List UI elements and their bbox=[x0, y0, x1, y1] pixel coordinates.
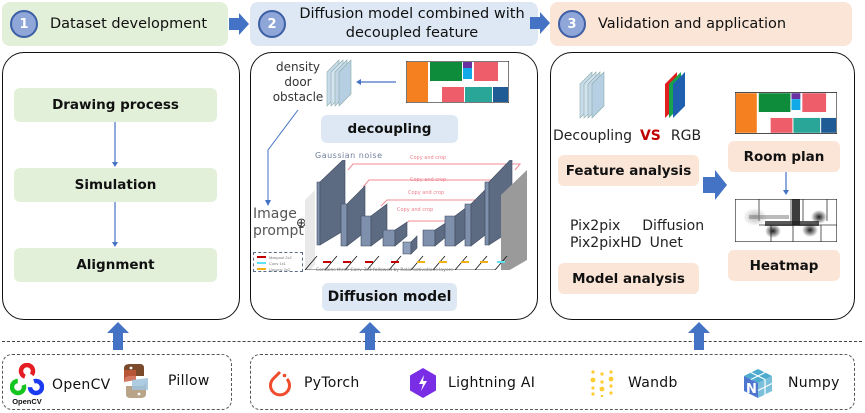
tool-numpy: N Numpy bbox=[742, 367, 840, 399]
up-arrow-1-icon bbox=[107, 322, 129, 350]
stage-2-header: 2 Diffusion model combined with decouple… bbox=[250, 2, 538, 46]
alignment-box: Alignment bbox=[14, 248, 217, 282]
up-arrow-2-icon bbox=[359, 322, 381, 350]
pytorch-label: PyTorch bbox=[304, 375, 360, 391]
pytorch-logo-icon bbox=[269, 370, 291, 397]
image-tools-box bbox=[2, 354, 232, 410]
plan-to-heatmap-arrow-icon bbox=[783, 172, 789, 195]
legend-label-conv: Conv 1x1 bbox=[269, 260, 286, 266]
image-prompt-line2: prompt bbox=[253, 223, 304, 239]
decouple-arrow-icon bbox=[356, 79, 396, 85]
stage-1-title: Dataset development bbox=[50, 15, 208, 32]
decoder-blocks bbox=[422, 160, 513, 247]
tool-opencv: OpenCV OpenCV bbox=[10, 363, 111, 407]
analysis-to-plan-arrow-icon bbox=[703, 170, 727, 200]
channel-label-door: door bbox=[284, 75, 312, 89]
model-list: Pix2pix Diffusion Pix2pixHD Unet bbox=[570, 218, 704, 252]
image-prompt-line1: Image bbox=[253, 206, 297, 222]
channel-labels: density door obstacle bbox=[270, 60, 326, 105]
rgb-text: RGB bbox=[670, 128, 702, 144]
unet-diagram bbox=[305, 160, 527, 270]
upconv-arrow-icon bbox=[257, 268, 266, 270]
lightning-ai-label: Lightning AI bbox=[448, 375, 536, 391]
skip-label-4: Copy and crop bbox=[397, 207, 434, 213]
decoupling-stack-icon bbox=[579, 71, 605, 119]
ml-tools-box bbox=[250, 354, 855, 410]
vs-text: VS bbox=[639, 128, 661, 144]
channel-label-obstacle: obstacle bbox=[272, 90, 324, 104]
image-prompt-label: Image prompt bbox=[253, 206, 304, 240]
decoupling-label-box: decoupling bbox=[321, 115, 458, 143]
channel-label-density: density bbox=[276, 60, 320, 74]
encoder-blocks bbox=[316, 160, 418, 255]
stage-arrow-1-icon bbox=[229, 13, 249, 35]
gaussian-noise-label: Gaussian noise bbox=[315, 151, 383, 160]
model-unet: Unet bbox=[649, 235, 683, 251]
flow-arrow-1-icon bbox=[112, 122, 118, 167]
wandb-logo-icon bbox=[590, 370, 614, 397]
unet-legend: Maxpool 2x2 Conv 1x1 Upconv 2x2 bbox=[253, 252, 303, 272]
pillow-label: Pillow bbox=[168, 373, 210, 389]
skip-label-3: Copy and crop bbox=[408, 190, 445, 196]
skip-label-1: Copy and crop bbox=[410, 155, 447, 161]
lightning-ai-logo-icon bbox=[410, 368, 436, 398]
maxpool-arrow-icon bbox=[257, 256, 266, 258]
room-plan-box: Room plan bbox=[728, 141, 840, 172]
feature-analysis-box: Feature analysis bbox=[558, 155, 699, 186]
model-pix2pix: Pix2pix bbox=[570, 218, 621, 234]
stage-3-title: Validation and application bbox=[598, 15, 787, 32]
stage-2-number: 2 bbox=[258, 10, 286, 38]
flow-arrow-2-icon bbox=[112, 202, 118, 247]
pillow-logo-icon bbox=[124, 364, 148, 398]
numpy-logo-icon: N bbox=[744, 369, 773, 398]
heatmap-image-icon bbox=[735, 199, 837, 242]
stage-1-number: 1 bbox=[10, 10, 38, 38]
stage-arrow-2-icon bbox=[530, 12, 550, 34]
legend-item-maxpool: Maxpool 2x2 bbox=[254, 254, 302, 260]
floor-plan-icon bbox=[406, 61, 509, 103]
model-analysis-box: Model analysis bbox=[558, 263, 699, 294]
plus-symbol: ⊕ bbox=[296, 216, 307, 231]
tool-wandb: Wandb bbox=[590, 369, 678, 397]
stage-3-header: 3 Validation and application bbox=[550, 2, 852, 46]
model-pix2pixhd: Pix2pixHD bbox=[570, 235, 642, 251]
tool-pillow: Pillow bbox=[120, 364, 210, 398]
drawing-process-box: Drawing process bbox=[14, 88, 217, 122]
stack-to-prompt-connector-icon bbox=[265, 109, 299, 206]
svg-text:N: N bbox=[746, 382, 757, 397]
stage-1-header: 1 Dataset development bbox=[2, 2, 228, 46]
stage-2-title-line2: decoupled feature bbox=[345, 25, 479, 41]
decoupling-text: Decoupling bbox=[553, 128, 632, 144]
tool-pytorch: PyTorch bbox=[268, 369, 360, 397]
unet-caption: Contains three Conv 3x3 followed by ReLU… bbox=[316, 268, 453, 273]
conv-arrow-icon bbox=[257, 262, 266, 264]
legend-item-upconv: Upconv 2x2 bbox=[254, 266, 302, 272]
heatmap-box: Heatmap bbox=[728, 250, 840, 281]
stage-2-title-line1: Diffusion model combined with bbox=[299, 6, 525, 22]
up-arrow-3-icon bbox=[688, 322, 710, 350]
rgb-stack-icon bbox=[665, 72, 685, 118]
legend-label-upconv: Upconv 2x2 bbox=[269, 266, 291, 272]
numpy-label: Numpy bbox=[788, 375, 840, 391]
unet-floor-arrows bbox=[323, 261, 505, 263]
opencv-logo-icon: OpenCV bbox=[10, 363, 44, 407]
room-plan-image-icon bbox=[735, 92, 837, 134]
legend-label-maxpool: Maxpool 2x2 bbox=[269, 254, 292, 260]
wandb-label: Wandb bbox=[628, 375, 678, 391]
opencv-logo-text: OpenCV bbox=[12, 397, 42, 406]
decoupled-feature-stack-icon bbox=[326, 59, 352, 107]
feature-comparison: Decoupling VS RGB bbox=[553, 128, 701, 144]
stage-2-title: Diffusion model combined with decoupled … bbox=[286, 5, 538, 43]
diffusion-model-label-box: Diffusion model bbox=[322, 283, 457, 311]
tool-lightning-ai: Lightning AI bbox=[410, 368, 535, 398]
input-plane bbox=[305, 190, 315, 270]
model-diffusion: Diffusion bbox=[642, 218, 705, 234]
opencv-label: OpenCV bbox=[52, 377, 111, 393]
stage-3-number: 3 bbox=[558, 10, 586, 38]
output-plane bbox=[501, 170, 527, 270]
simulation-box: Simulation bbox=[14, 168, 217, 202]
layer-separator-line bbox=[2, 341, 862, 342]
legend-item-conv: Conv 1x1 bbox=[254, 260, 302, 266]
